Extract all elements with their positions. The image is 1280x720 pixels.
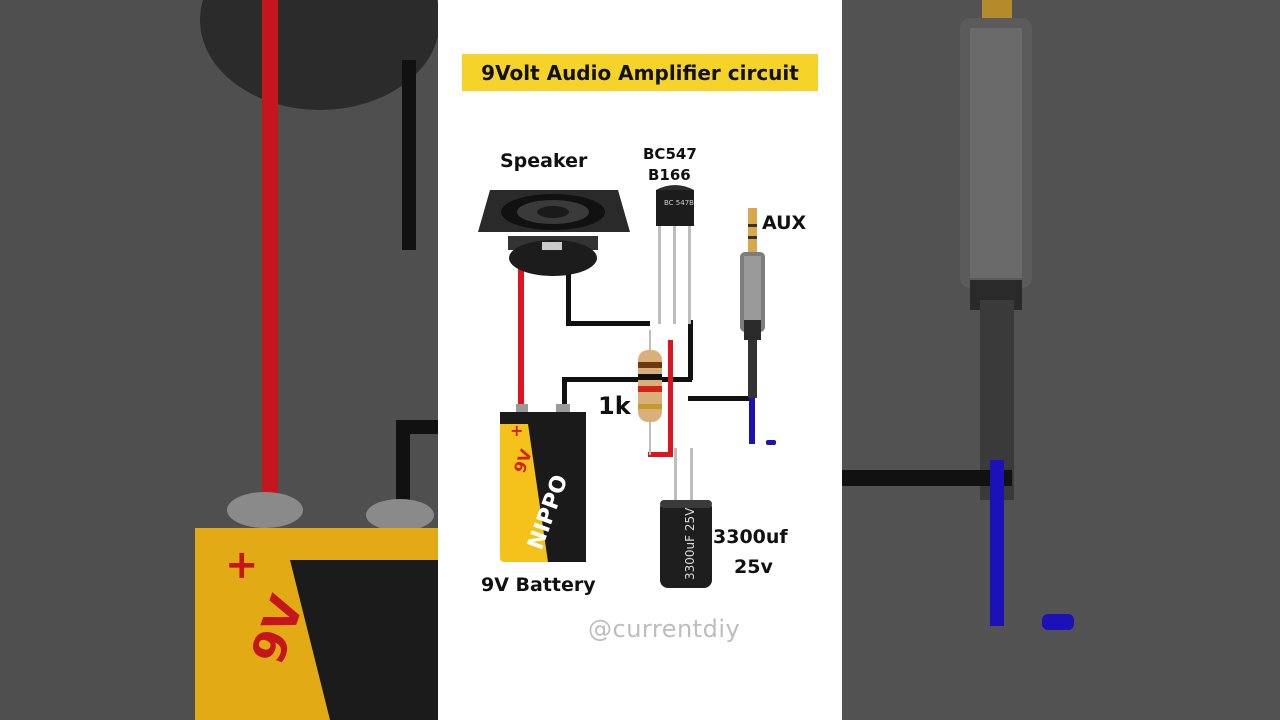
emitter-wire: [688, 320, 693, 380]
right-backdrop: [842, 0, 1280, 720]
speaker-red-wire: [518, 268, 524, 410]
circuit-diagram: 9Volt Audio Amplifier circuit: [438, 0, 842, 720]
left-backdrop-art: + 9V: [195, 0, 438, 720]
left-backdrop: + 9V: [0, 0, 438, 720]
aux-label: AUX: [762, 212, 807, 234]
speaker-black-wire: [566, 268, 571, 326]
capacitor-label-line1: 3300uf: [713, 526, 788, 548]
ground-wire: [562, 377, 692, 382]
battery-label: 9V Battery: [481, 574, 596, 596]
aux-ground-wire: [688, 396, 754, 401]
battery-negative-wire: [562, 378, 567, 412]
transistor-label-line1: BC547: [643, 145, 697, 163]
resistor-label: 1k: [598, 392, 631, 420]
wires: [518, 268, 776, 457]
battery: + 9V NIPPO: [500, 404, 586, 562]
transistor: BC 547B: [656, 185, 694, 324]
page-title: 9Volt Audio Amplifier circuit: [481, 60, 799, 85]
transistor-marking: BC 547B: [664, 199, 694, 207]
right-backdrop-art: [842, 0, 1074, 630]
speaker-label: Speaker: [500, 150, 588, 172]
battery-plus-sign: +: [510, 421, 523, 440]
capacitor-marking: 3300uF 25V: [683, 507, 697, 580]
aux-blue-wire: [749, 396, 755, 444]
collector-wire: [566, 321, 650, 326]
resistor: [638, 330, 662, 455]
capacitor: 3300uF 25V: [660, 448, 712, 588]
capacitor-label-line2: 25v: [734, 556, 773, 578]
svg-text:+: +: [225, 542, 259, 588]
base-red-wire: [668, 340, 673, 456]
aux-blue-tip: [766, 440, 776, 445]
base-red-bend: [648, 452, 673, 457]
transistor-label-line2: B166: [648, 166, 691, 184]
speaker: [478, 190, 630, 276]
watermark: @currentdiy: [588, 615, 741, 643]
title-banner: 9Volt Audio Amplifier circuit: [462, 54, 818, 91]
circuit-drawing: BC 547B: [478, 185, 776, 588]
aux-jack: [740, 208, 765, 398]
